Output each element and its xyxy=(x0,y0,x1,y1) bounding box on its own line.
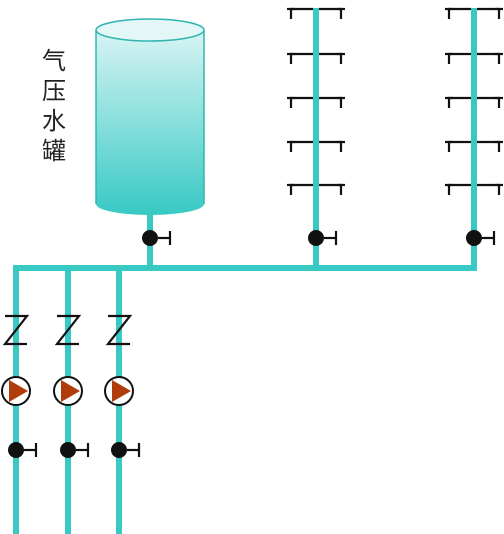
gate-valve-icon xyxy=(466,230,496,246)
faucet-icon xyxy=(445,140,503,152)
check-valve-icon xyxy=(2,314,30,346)
tank-label-char: 罐 xyxy=(42,137,66,165)
pressure-tank-icon xyxy=(95,18,205,215)
tank-label: 气 压 水 罐 xyxy=(42,46,66,166)
faucet-icon xyxy=(287,96,345,108)
faucet-icon xyxy=(445,96,503,108)
faucet-icon xyxy=(287,52,345,64)
check-valve-icon xyxy=(54,314,82,346)
faucet-icon xyxy=(287,140,345,152)
faucet-icon xyxy=(287,183,345,195)
gate-valve-icon xyxy=(308,230,338,246)
pump-icon xyxy=(53,376,83,406)
faucet-icon xyxy=(445,7,503,19)
check-valve-icon xyxy=(105,314,133,346)
pump-icon xyxy=(1,376,31,406)
faucet-icon xyxy=(287,7,345,19)
pump-icon xyxy=(104,376,134,406)
gate-valve-icon xyxy=(111,442,141,458)
tank-label-char: 水 xyxy=(42,107,66,135)
faucet-icon xyxy=(445,52,503,64)
gate-valve-icon xyxy=(60,442,90,458)
gate-valve-icon xyxy=(8,442,38,458)
tank-label-char: 气 xyxy=(42,47,66,75)
faucet-icon xyxy=(445,183,503,195)
tank-label-char: 压 xyxy=(42,77,66,105)
gate-valve-icon xyxy=(142,230,172,246)
